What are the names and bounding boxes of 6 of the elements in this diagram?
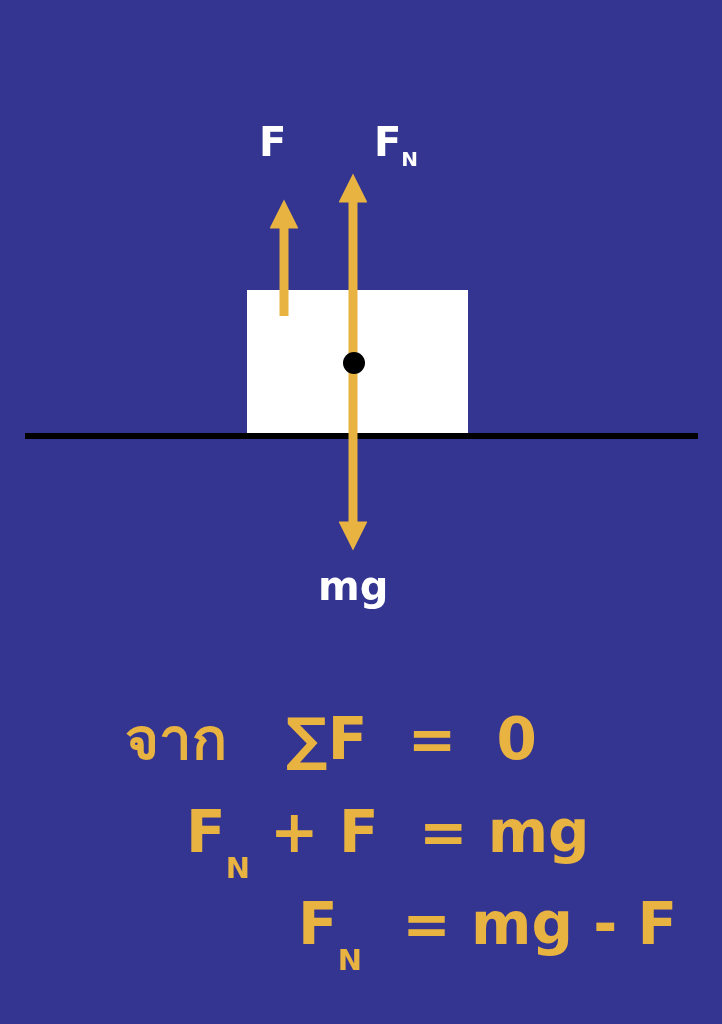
equation-text: จาก [125,710,227,768]
force-label: F$_{N}$ [374,122,419,169]
force-label: F [259,122,287,162]
equation-text: F$_{N}$ = mg - F [298,895,678,976]
equation-text: F$_{N}$ + F = mg [186,803,590,884]
equation-text: ∑F = 0 [286,710,537,768]
